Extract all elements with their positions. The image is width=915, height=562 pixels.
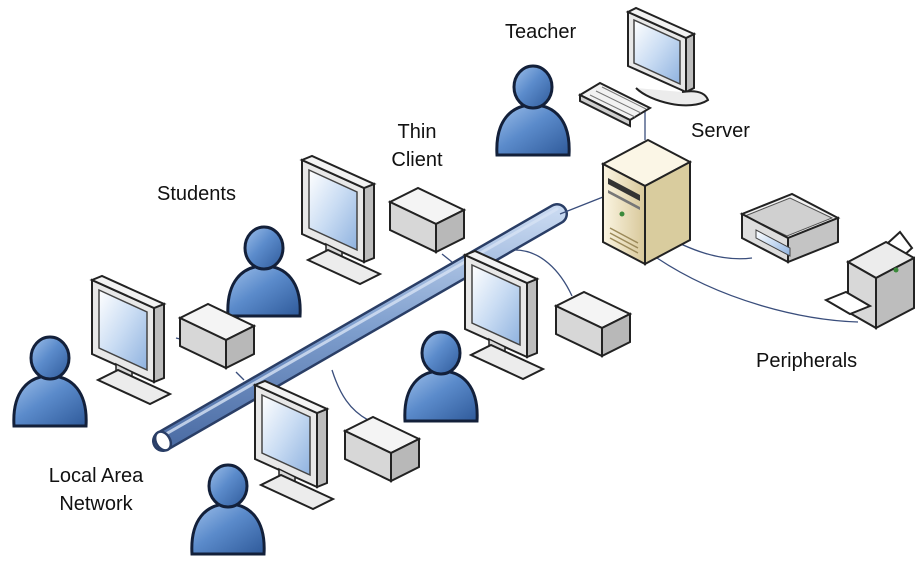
student-person-icon: [12, 335, 88, 428]
peripherals-label: Peripherals: [756, 350, 858, 372]
students-label: Students: [157, 183, 236, 205]
lan-label: Local Area Network: [33, 462, 159, 518]
monitor-icon: [91, 275, 171, 405]
thin-client-label-line1: Thin: [397, 121, 437, 143]
printer-icon: [823, 230, 915, 330]
teacher-person-icon: [495, 64, 571, 157]
thin-client-label: Thin Client: [387, 118, 447, 174]
scanner-icon: [739, 192, 841, 264]
keyboard-icon: [577, 81, 653, 128]
thin-client-box-icon: [344, 416, 420, 482]
thin-client-box-icon: [389, 187, 465, 253]
lan-label-line1: Local Area: [48, 465, 144, 487]
student-person-icon: [190, 463, 266, 556]
student-person-icon: [403, 330, 479, 423]
teacher-label: Teacher: [505, 21, 577, 43]
teacher-monitor-icon: [625, 6, 710, 107]
lan-label-line2: Network: [59, 493, 133, 515]
monitor-icon: [254, 380, 334, 510]
server-label: Server: [691, 120, 750, 142]
monitor-icon: [301, 155, 381, 285]
student-person-icon: [226, 225, 302, 318]
thin-client-box-icon: [555, 291, 631, 357]
server-tower-icon: [600, 138, 693, 266]
monitor-icon: [464, 250, 544, 380]
thin-client-label-line2: Client: [391, 149, 443, 171]
network-cable-icon: [152, 203, 568, 452]
